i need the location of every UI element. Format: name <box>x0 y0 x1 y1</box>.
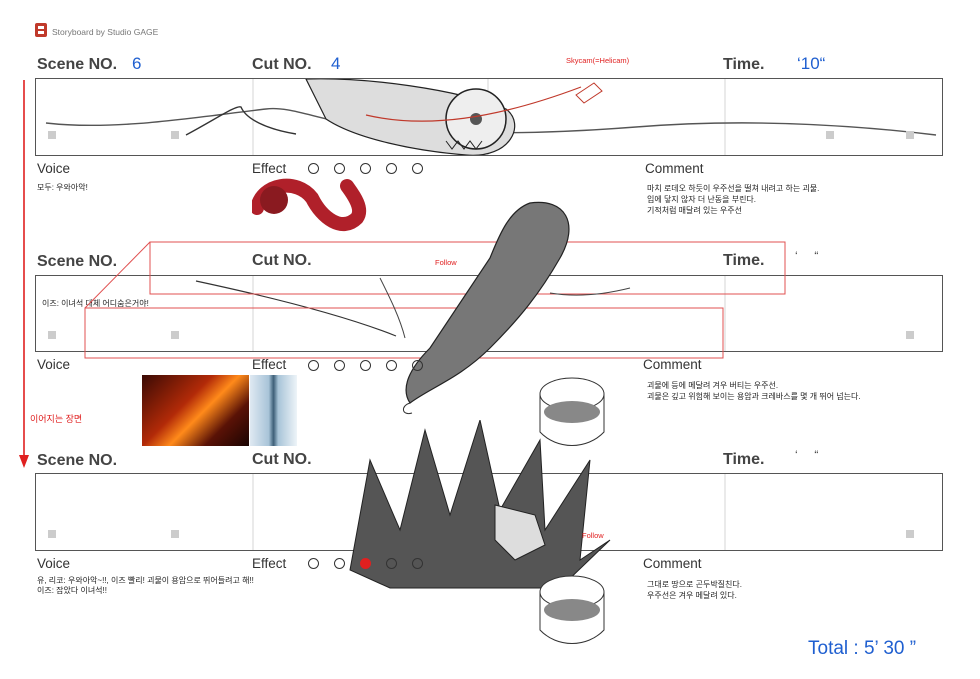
rotate-effect-icon[interactable] <box>360 163 371 174</box>
annotation-3: Follow <box>582 531 604 540</box>
voice-line-3-2: 이즈: 잡았다 이녀석!! <box>37 586 107 595</box>
voice-line-1-1: 모두: 우와아악! <box>37 183 88 192</box>
frame-1-sketch <box>45 78 937 156</box>
time-value-1: ‘10“ <box>797 54 826 73</box>
voice-line-3-1: 유, 리코: 우와아악~!!, 이즈 빨리! 괴물이 용암으로 뛰어들려고 해!… <box>37 576 254 585</box>
total-value: 5’ 30 ” <box>863 638 917 659</box>
comment-line-1-3: 기적처럼 매달려 있는 우주선 <box>647 206 742 215</box>
lava-reference-image <box>142 375 249 446</box>
shake-effect-icon[interactable] <box>386 558 397 569</box>
voice-label-2: Voice <box>37 357 71 372</box>
annotation-1: Skycam(=Helicam) <box>566 56 630 65</box>
gage-seal-icon <box>35 23 47 37</box>
effect-label-3: Effect <box>252 556 287 571</box>
fire-effect-icon[interactable] <box>412 360 423 371</box>
effect-icons-2 <box>308 360 423 371</box>
frame-1 <box>35 78 943 156</box>
comment-label-3: Comment <box>643 556 702 571</box>
cylinder-sketch-1 <box>539 377 605 446</box>
side-note: 이어지는 장면 <box>30 414 83 424</box>
lightning-effect-icon[interactable] <box>308 558 319 569</box>
continuity-arrow <box>19 80 29 468</box>
shake-effect-icon[interactable] <box>386 163 397 174</box>
impact-splash-sketch <box>349 420 611 589</box>
comment-line-2-2: 괴물은 깊고 위험해 보이는 용암과 크레바스를 몇 개 뛰어 넘는다. <box>647 392 861 401</box>
voice-label-3: Voice <box>37 556 71 571</box>
effect-icons-3 <box>308 558 423 569</box>
effect-label-2: Effect <box>252 357 287 372</box>
time-label-2: Time. <box>723 252 765 269</box>
voice-line-2-1: 이즈: 이녀석 대체 어디숨은거야! <box>42 299 149 308</box>
creature-concept-art <box>252 178 367 231</box>
cut-label-1: Cut NO. <box>252 56 312 73</box>
sound-effect-icon[interactable] <box>334 360 345 371</box>
total-label: Total : <box>808 638 864 659</box>
rotate-effect-icon[interactable] <box>360 360 371 371</box>
scene-label-3: Scene NO. <box>37 452 118 469</box>
time-label-1: Time. <box>723 56 765 73</box>
cut-number-1: 4 <box>331 54 341 73</box>
comment-line-3-1: 그대로 땅으로 곤두박질친다. <box>647 580 742 589</box>
fire-effect-icon[interactable] <box>412 558 423 569</box>
time-marks-2: ‘ “ <box>795 249 819 263</box>
effect-label-1: Effect <box>252 161 287 176</box>
comment-label-2: Comment <box>643 357 702 372</box>
shake-effect-icon[interactable] <box>386 360 397 371</box>
sound-effect-icon[interactable] <box>334 558 345 569</box>
effect-icons-1 <box>308 163 423 174</box>
crevasse-reference-image <box>250 375 297 446</box>
total-time: Total : 5’ 30 ” <box>808 638 916 660</box>
cut-label-2: Cut NO. <box>252 252 312 269</box>
comment-line-1-1: 마치 로데오 하듯이 우주선을 떨쳐 내려고 하는 괴물. <box>647 184 820 193</box>
lightning-effect-icon[interactable] <box>308 163 319 174</box>
cylinder-sketch-2 <box>539 575 605 644</box>
comment-line-1-2: 입에 닿지 않자 더 난동을 부린다. <box>647 195 757 204</box>
brand-title: Storyboard by Studio GAGE <box>52 27 159 37</box>
comment-label-1: Comment <box>645 161 704 176</box>
time-marks-3: ‘ “ <box>795 448 819 462</box>
creature-leap-sketch <box>379 201 631 415</box>
time-label-3: Time. <box>723 451 765 468</box>
lightning-effect-icon[interactable] <box>308 360 319 371</box>
sound-effect-icon[interactable] <box>334 163 345 174</box>
comment-line-3-2: 우주선은 겨우 메달려 있다. <box>647 591 737 600</box>
rotate-effect-icon[interactable] <box>360 558 371 569</box>
voice-label-1: Voice <box>37 161 71 176</box>
cut-label-3: Cut NO. <box>252 451 312 468</box>
scene-label-2: Scene NO. <box>37 253 118 270</box>
annotation-2: Follow <box>435 258 457 267</box>
fire-effect-icon[interactable] <box>412 163 423 174</box>
scene-number-1: 6 <box>132 54 142 73</box>
scene-label-1: Scene NO. <box>37 56 118 73</box>
comment-line-2-1: 괴물에 등에 메달려 겨우 버티는 우주선. <box>647 381 779 390</box>
